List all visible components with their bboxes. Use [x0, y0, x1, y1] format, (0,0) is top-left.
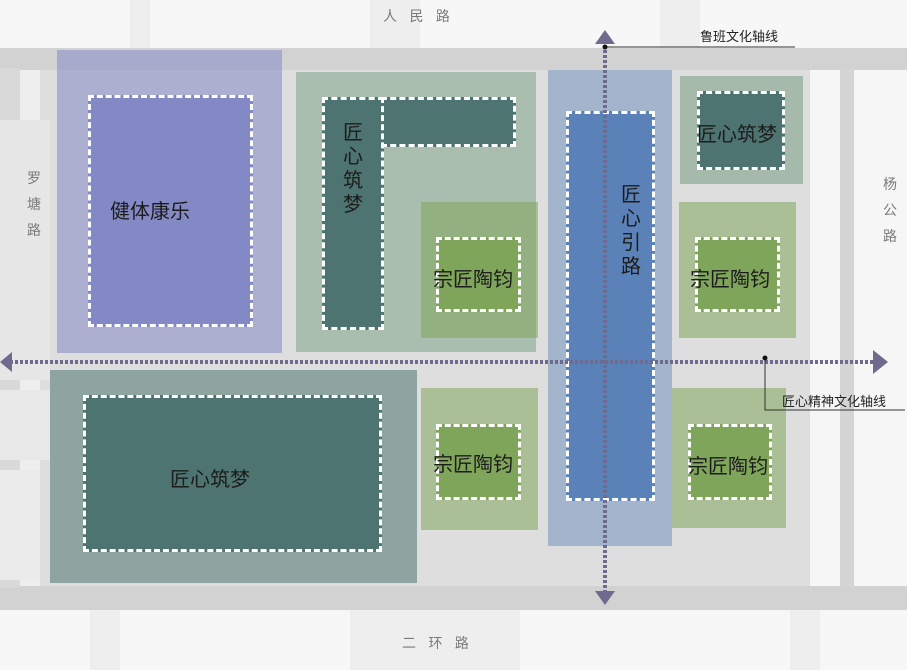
zone-lead-road: [566, 111, 655, 501]
road-south-label: 二 环 路: [402, 636, 473, 652]
zone-dream-vertical-label: 匠 心 筑 梦: [341, 120, 365, 216]
zone-zongjiang-2-outline: [695, 237, 780, 312]
horizontal-axis-arrow-right: [873, 350, 888, 374]
zone-dream-big-outline: [83, 395, 382, 552]
horizontal-axis-label: 匠心精神文化轴线: [782, 395, 887, 410]
road-west-label: 罗 塘 路: [24, 166, 44, 244]
horizontal-axis-leader: [764, 358, 905, 411]
zone-dream-top-right: [697, 91, 785, 170]
char-1: 罗: [27, 171, 41, 187]
horizontal-axis-arrow-left: [0, 352, 12, 372]
zone-zongjiang-1-label: 宗匠陶钧: [433, 267, 513, 291]
road-east-label: 杨 公 路: [880, 172, 900, 250]
zone-zongjiang-4-label: 宗匠陶钧: [688, 454, 768, 478]
zone-lead-road-outline: [566, 111, 655, 501]
zone-fitness-label: 健体康乐: [110, 199, 190, 223]
zone-zongjiang-4-outline: [688, 424, 772, 500]
zone-zongjiang-4: [688, 424, 772, 500]
zone-dream-big: [83, 395, 382, 552]
char-3: 引: [621, 230, 641, 254]
vertical-axis-arrow-down: [595, 591, 615, 605]
char-1: 杨: [883, 177, 897, 193]
char-3: 筑: [343, 168, 363, 192]
char-2: 公: [883, 203, 897, 219]
horizontal-axis-leader-dot: [762, 355, 768, 361]
zone-zongjiang-1: [436, 237, 521, 312]
road-north-label: 人 民 路: [383, 9, 454, 25]
zone-zongjiang-3-label: 宗匠陶钧: [433, 452, 513, 476]
vertical-axis-label: 鲁班文化轴线: [700, 30, 779, 45]
vertical-axis-leader-dot: [602, 44, 608, 50]
char-3: 路: [27, 223, 41, 239]
zone-dream-big-label: 匠心筑梦: [170, 467, 250, 491]
char-1: 匠: [621, 182, 641, 206]
zone-zongjiang-3-outline: [436, 424, 521, 500]
char-2: 心: [343, 144, 363, 168]
zone-zongjiang-1-outline: [436, 237, 521, 312]
zone-dream-top-right-label: 匠心筑梦: [697, 122, 777, 146]
vertical-axis-arrow-up: [595, 30, 615, 44]
zone-zongjiang-2-label: 宗匠陶钧: [690, 267, 770, 291]
zone-lead-road-label: 匠 心 引 路: [619, 182, 643, 278]
zone-zongjiang-3: [436, 424, 521, 500]
zone-zongjiang-2: [695, 237, 780, 312]
zone-fitness-outline: [88, 95, 253, 327]
zone-dream-vertical-bar-outline: [381, 97, 516, 147]
zone-fitness: [88, 95, 253, 327]
char-2: 心: [621, 206, 641, 230]
zone-dream-vertical-bar: [322, 97, 516, 147]
char-4: 路: [621, 254, 641, 278]
char-1: 匠: [343, 120, 363, 144]
char-3: 路: [883, 229, 897, 245]
char-4: 梦: [343, 192, 363, 216]
char-2: 塘: [27, 197, 41, 213]
zone-dream-vertical-outline: [322, 97, 384, 330]
zone-dream-top-right-outline: [697, 91, 785, 170]
